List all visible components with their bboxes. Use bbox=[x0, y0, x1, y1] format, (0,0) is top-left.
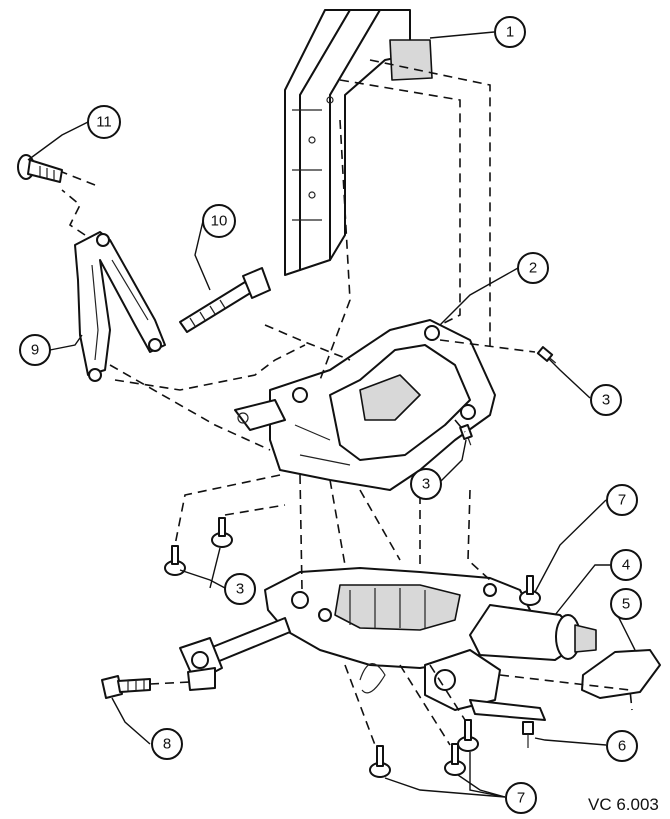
callout-1: 1 bbox=[494, 16, 526, 48]
part-mounting-bracket bbox=[234, 319, 496, 491]
diagram-reference-code: VC 6.003 bbox=[588, 795, 659, 814]
callout-label: 11 bbox=[96, 114, 112, 131]
part-steering-column-assembly bbox=[264, 567, 531, 669]
callout-4: 4 bbox=[610, 549, 642, 581]
callout-label: 8 bbox=[163, 736, 171, 753]
callout-label: 5 bbox=[622, 596, 630, 613]
callout-11: 11 bbox=[87, 105, 121, 139]
callout-9: 9 bbox=[19, 334, 51, 366]
callout-label: 3 bbox=[236, 581, 244, 598]
callout-label: 7 bbox=[517, 790, 525, 807]
part-bolt-8 bbox=[101, 675, 151, 699]
assembly-dashed-lines bbox=[61, 59, 633, 746]
callout-3-middle: 3 bbox=[410, 468, 442, 500]
callout-label: 6 bbox=[618, 738, 626, 755]
callout-2: 2 bbox=[517, 252, 549, 284]
part-bracket-arm bbox=[74, 231, 166, 382]
part-bolts-3 bbox=[164, 346, 557, 576]
callout-label: 7 bbox=[618, 492, 626, 509]
callout-10: 10 bbox=[202, 204, 236, 238]
part-bolts-7 bbox=[369, 575, 541, 778]
callout-7-top: 7 bbox=[606, 484, 638, 516]
part-screw-6 bbox=[522, 721, 534, 748]
callout-6: 6 bbox=[606, 730, 638, 762]
part-bracket-cross-member bbox=[284, 9, 433, 276]
callout-7-bottom: 7 bbox=[505, 782, 537, 814]
part-cover-plate bbox=[581, 649, 661, 699]
part-bolt-11 bbox=[17, 154, 63, 183]
callout-label: 4 bbox=[622, 557, 630, 574]
leader-lines bbox=[27, 31, 636, 798]
callout-3-left: 3 bbox=[224, 573, 256, 605]
callout-5: 5 bbox=[610, 588, 642, 620]
callout-label: 9 bbox=[31, 342, 39, 359]
callout-3-right: 3 bbox=[590, 384, 622, 416]
callout-8: 8 bbox=[151, 728, 183, 760]
callout-label: 2 bbox=[529, 260, 537, 277]
callout-label: 3 bbox=[602, 392, 610, 409]
part-intermediate-shaft bbox=[179, 617, 291, 691]
part-bolt-10 bbox=[179, 267, 271, 333]
part-lower-electrics bbox=[359, 649, 546, 721]
callout-label: 10 bbox=[211, 213, 228, 230]
part-column-tube bbox=[469, 604, 597, 661]
callout-label: 1 bbox=[506, 24, 514, 41]
callout-label: 3 bbox=[422, 476, 430, 493]
